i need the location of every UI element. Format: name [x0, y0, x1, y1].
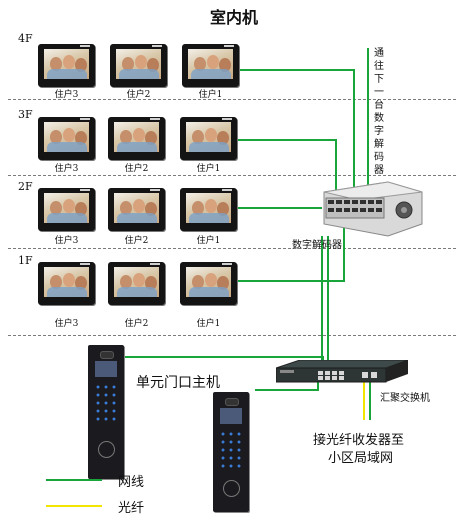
aggregation-switch[interactable] [276, 360, 408, 386]
unit-label: 住户2 [126, 90, 151, 100]
unit-label: 住户3 [54, 164, 79, 174]
floor-divider [8, 335, 456, 336]
indoor-units-title: 室内机 [209, 8, 258, 27]
legend-swatch-fiber [46, 505, 102, 507]
uplink-label-line2: 小区局域网 [328, 451, 394, 466]
unit-label: 住户2 [124, 319, 149, 329]
indoor-monitor[interactable] [180, 262, 237, 305]
decoder-label: 数字解码器 [292, 240, 342, 251]
cable-1f [238, 226, 345, 282]
uplink-label-line1: 接光纤收发器至 [313, 433, 405, 448]
floor-label-3f: 3F [18, 108, 33, 121]
unit-label: 住户2 [124, 164, 149, 174]
floor-label-1f: 1F [18, 254, 33, 267]
legend-label-fiber: 光纤 [118, 501, 145, 516]
indoor-monitor[interactable] [182, 44, 239, 87]
indoor-monitor[interactable] [38, 262, 95, 305]
indoor-monitor[interactable] [108, 262, 165, 305]
door-station[interactable] [88, 345, 124, 479]
door-station-label: 单元门口主机 [136, 375, 220, 391]
unit-label: 住户3 [54, 90, 79, 100]
indoor-monitor[interactable] [110, 44, 167, 87]
indoor-monitor[interactable] [108, 188, 165, 231]
legend-swatch-cable [46, 479, 102, 481]
indoor-monitor[interactable] [38, 188, 95, 231]
floor-divider [8, 99, 456, 100]
unit-label: 住户1 [196, 164, 221, 174]
indoor-monitor[interactable] [180, 188, 237, 231]
cable-door-station-2 [255, 382, 319, 391]
digital-decoder[interactable] [318, 178, 428, 240]
next-decoder-label: 通往下一台数字解码器 [374, 48, 384, 176]
indoor-monitor[interactable] [38, 117, 95, 160]
legend-label-cable: 网线 [118, 475, 145, 490]
floor-label-4f: 4F [18, 32, 33, 45]
cable-3f [238, 139, 337, 190]
indoor-monitor[interactable] [180, 117, 237, 160]
unit-label: 住户3 [54, 319, 79, 329]
floor-divider [8, 175, 456, 176]
floor-label-2f: 2F [18, 180, 33, 193]
unit-label: 住户1 [198, 90, 223, 100]
unit-label: 住户2 [124, 236, 149, 246]
switch-label: 汇聚交换机 [380, 393, 430, 404]
unit-label: 住户3 [54, 236, 79, 246]
unit-label: 住户1 [196, 319, 221, 329]
floor-divider [8, 248, 456, 249]
cable-4f [240, 69, 355, 190]
door-station[interactable] [213, 392, 249, 512]
indoor-monitor[interactable] [108, 117, 165, 160]
unit-label: 住户1 [196, 236, 221, 246]
indoor-monitor[interactable] [38, 44, 95, 87]
